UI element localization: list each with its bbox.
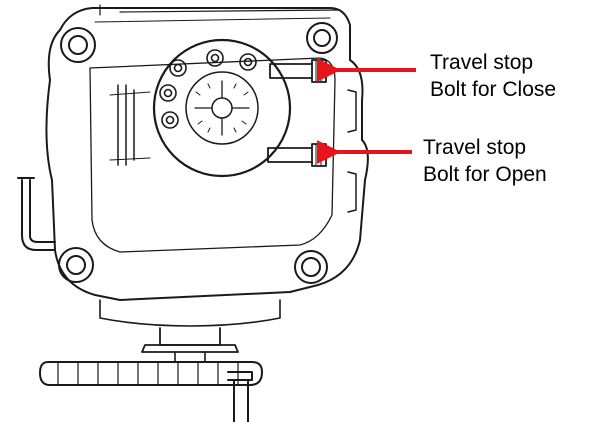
close-bolt-label: Travel stop Bolt for Close xyxy=(430,49,556,103)
travel-stop-bolt-open xyxy=(267,143,327,167)
corner-bolt-top-right xyxy=(306,22,338,54)
handwheel xyxy=(39,361,263,386)
open-bolt-label: Travel stop Bolt for Open xyxy=(423,134,547,188)
side-plate-upper xyxy=(347,89,357,133)
position-indicator-dial xyxy=(152,38,292,178)
dial-bolts xyxy=(159,49,257,129)
corner-bolt-bottom-right xyxy=(294,250,328,284)
open-bolt-label-line1: Travel stop xyxy=(423,136,527,159)
mounting-base xyxy=(99,299,281,327)
side-lever xyxy=(17,177,56,251)
close-bolt-label-line1: Travel stop xyxy=(430,51,534,74)
side-plate-lower xyxy=(347,171,357,213)
corner-bolt-bottom-left xyxy=(58,247,94,283)
open-bolt-label-line2: Bolt for Open xyxy=(423,163,547,186)
corner-bolt-top-left xyxy=(60,27,96,63)
handwheel-handle xyxy=(227,371,253,422)
close-bolt-label-line2: Bolt for Close xyxy=(430,78,557,101)
